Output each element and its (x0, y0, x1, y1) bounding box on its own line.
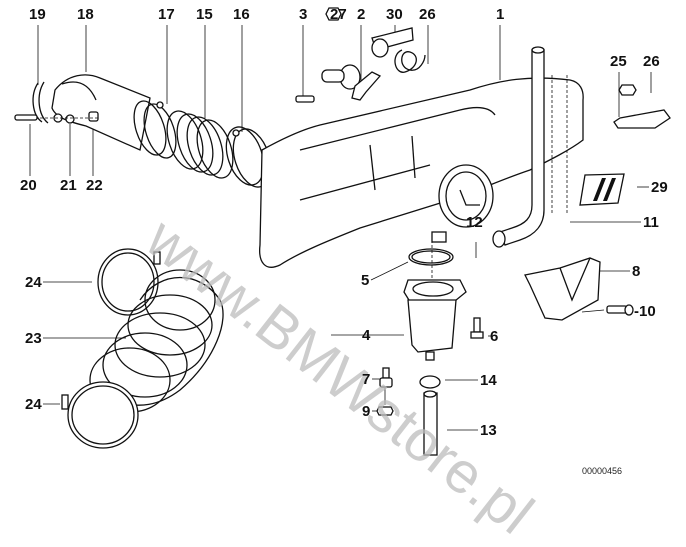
callout-6[interactable]: 6 (490, 328, 499, 345)
callout-10[interactable]: -10 (634, 303, 656, 320)
callout-24-upper[interactable]: 24 (25, 274, 42, 291)
callout-14[interactable]: 14 (480, 372, 497, 389)
callout-21[interactable]: 21 (60, 177, 77, 194)
leader-lines (29, 25, 652, 431)
callout-22[interactable]: 22 (86, 177, 103, 194)
callout-28[interactable]: 27 (330, 6, 347, 23)
callout-9[interactable]: 9 (362, 403, 371, 420)
filter-housing-parts (403, 240, 484, 361)
drain-parts (376, 367, 441, 456)
callout-12[interactable]: 12 (466, 214, 483, 231)
callout-18[interactable]: 18 (77, 6, 94, 23)
callout-26[interactable]: 26 (643, 53, 660, 70)
callout-24-lower[interactable]: 24 (25, 396, 42, 413)
callout-13[interactable]: 13 (480, 422, 497, 439)
intake-boot-23-24 (61, 248, 224, 449)
callout-11[interactable]: 11 (643, 214, 659, 231)
callout-16[interactable]: 16 (233, 6, 250, 23)
diagram-drawing (14, 7, 671, 456)
callout-25[interactable]: 25 (610, 53, 627, 70)
callout-27[interactable]: 26 (419, 6, 436, 23)
callout-30[interactable]: 30 (386, 6, 403, 23)
callout-29[interactable]: 29 (651, 179, 668, 196)
callout-23[interactable]: 23 (25, 330, 42, 347)
parts-diagram (14, 7, 671, 456)
callout-1[interactable]: 1 (496, 6, 505, 23)
callout-17[interactable]: 17 (158, 6, 175, 23)
duct-assembly-18-19 (14, 74, 151, 151)
callout-15[interactable]: 15 (196, 6, 213, 23)
callout-7[interactable]: 7 (362, 371, 371, 388)
boot-clamps-15-16-17 (133, 100, 272, 188)
callout-20[interactable]: 20 (20, 177, 37, 194)
silencer-housing-1 (259, 46, 584, 268)
bracket-parts (524, 257, 634, 321)
document-number: 00000456 (582, 466, 623, 476)
callout-3[interactable]: 3 (299, 6, 308, 23)
callout-5[interactable]: 5 (361, 272, 370, 289)
callout-2[interactable]: 2 (357, 6, 366, 23)
clip-and-emblem (579, 84, 671, 206)
actuator-parts (295, 7, 426, 103)
callout-19[interactable]: 19 (29, 6, 46, 23)
callout-4[interactable]: 4 (362, 327, 371, 344)
callout-8[interactable]: 8 (632, 263, 641, 280)
